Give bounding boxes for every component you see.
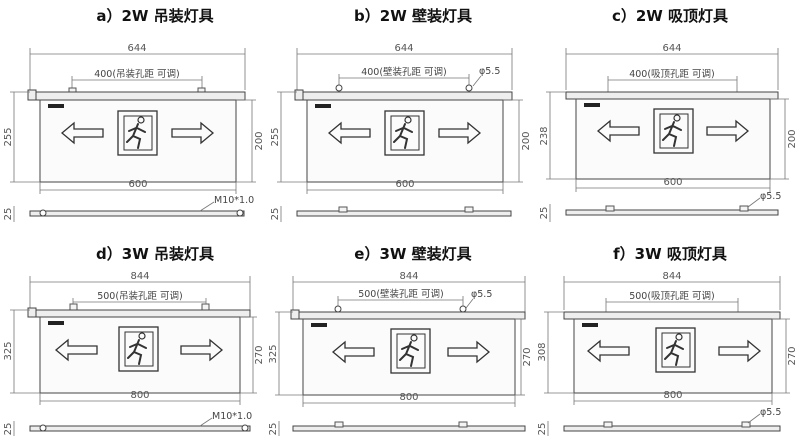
panel-e-width-dim: 844	[399, 271, 418, 282]
panel-a-side-profile	[29, 210, 245, 217]
panel-a-top-rail	[29, 91, 246, 101]
logo-icon	[311, 323, 327, 327]
logo-icon	[48, 321, 64, 325]
panel-b-title: b）2W 壁装灯具	[354, 7, 472, 25]
panel-d-hole-dim: 500(吊装孔距 可调)	[97, 290, 183, 302]
panel-b-side-profile	[296, 210, 512, 217]
running-man-exit-icon	[653, 108, 694, 154]
panel-a-height-dim: 255	[3, 127, 14, 146]
arrow-left-icon	[327, 121, 371, 145]
panel-b-top-rail	[296, 91, 513, 101]
panel-c-bottom-dim: 600	[663, 177, 682, 188]
panel-b-width-dim: 644	[394, 43, 413, 54]
panel-a-fastener-dim: M10*1.0	[214, 195, 254, 206]
arrow-left-icon	[60, 121, 104, 145]
panel-d-thickness-dim: 25	[3, 423, 14, 436]
panel-c-sign-face	[575, 98, 771, 180]
panel-f-width-dim: 844	[662, 271, 681, 282]
panel-a-thickness-dim: 25	[3, 208, 14, 221]
panel-b-fastener-dim: φ5.5	[479, 66, 500, 77]
running-man-exit-icon	[118, 326, 159, 372]
panel-f-hole-dim: 500(吸顶孔距 可调)	[629, 291, 715, 302]
panel-d-height-dim: 325	[3, 341, 14, 360]
panel-a-sign-face	[39, 99, 237, 183]
arrow-right-icon	[171, 121, 215, 145]
panel-a-bottom-dim: 600	[128, 179, 147, 190]
panel-c-fastener-dim: φ5.5	[760, 191, 781, 202]
arrow-right-icon	[447, 340, 491, 364]
panel-d-side-profile	[29, 425, 251, 432]
panel-f-side-profile	[563, 425, 781, 432]
panel-e-drawing: 844 500(壁装孔距 可调) φ5.5 325 270 800	[268, 271, 533, 436]
panel-a-width-dim: 644	[127, 43, 146, 54]
panel-e-top-rail	[292, 311, 526, 320]
panel-f-inner-height-dim: 270	[787, 346, 798, 365]
panel-e-height-dim: 325	[268, 344, 279, 363]
panel-a-inner-height-dim: 200	[254, 131, 265, 150]
panel-b-inner-height-dim: 200	[521, 131, 532, 150]
panel-b-thickness-dim: 25	[270, 208, 281, 221]
panel-d-top-rail	[29, 309, 251, 318]
panel-f-top-rail	[563, 311, 781, 320]
panel-b-bottom-dim: 600	[395, 179, 414, 190]
panel-d-width-dim: 844	[130, 271, 149, 282]
panel-b-height-dim: 255	[270, 127, 281, 146]
panel-f-drawing: 844 500(吸顶孔距 可调) 308 270 800 25	[537, 271, 798, 436]
panel-e-title: e）3W 壁装灯具	[354, 245, 472, 263]
panel-e-bottom-dim: 800	[399, 392, 418, 403]
arrow-left-icon	[331, 340, 375, 364]
panel-b-hole-dim: 400(壁装孔距 可调)	[361, 66, 447, 78]
panel-f-thickness-dim: 25	[537, 423, 548, 436]
panel-b-drawing: 644 400(壁装孔距 可调) φ5.5 255 200 600	[270, 43, 532, 222]
panel-f-title: f）3W 吸顶灯具	[613, 245, 727, 263]
running-man-exit-icon	[390, 328, 431, 374]
panel-c-title: c）2W 吸顶灯具	[611, 7, 729, 25]
panel-d-bottom-dim: 800	[130, 390, 149, 401]
logo-icon	[584, 103, 600, 107]
arrow-right-icon	[180, 338, 224, 362]
logo-icon	[48, 104, 64, 108]
panel-c-hole-dim: 400(吸顶孔距 可调)	[629, 69, 715, 80]
panel-c-inner-height-dim: 200	[787, 129, 798, 148]
running-man-exit-icon	[117, 110, 158, 156]
panel-e-inner-height-dim: 270	[522, 347, 533, 366]
panel-d-inner-height-dim: 270	[254, 345, 265, 364]
panel-c-width-dim: 644	[662, 43, 681, 54]
logo-icon	[315, 104, 331, 108]
panel-f-sign-face	[573, 318, 773, 394]
panel-e-thickness-dim: 25	[268, 423, 279, 436]
panel-d-fastener-dim: M10*1.0	[212, 411, 252, 422]
panel-c-thickness-dim: 25	[539, 207, 550, 220]
panel-c-side-profile	[565, 209, 779, 216]
running-man-exit-icon	[384, 110, 425, 156]
panel-a-hole-dim: 400(吊装孔距 可调)	[94, 68, 180, 80]
panel-d-drawing: 844 500(吊装孔距 可调) 325 270 800	[3, 271, 265, 436]
arrow-left-icon	[54, 338, 98, 362]
arrow-right-icon	[438, 121, 482, 145]
panel-f-fastener-dim: φ5.5	[760, 407, 781, 418]
arrow-right-icon	[718, 339, 762, 363]
panel-f-bottom-dim: 800	[663, 390, 682, 401]
panel-c-drawing: 644 400(吸顶孔距 可调) 238 200 600 25	[539, 43, 798, 222]
panel-e-hole-dim: 500(壁装孔距 可调)	[358, 288, 444, 300]
panel-d-title: d）3W 吊装灯具	[96, 245, 214, 263]
panel-a-title: a）2W 吊装灯具	[96, 7, 214, 25]
panel-e-side-profile	[292, 425, 526, 432]
panel-f-height-dim: 308	[537, 342, 548, 361]
arrow-right-icon	[706, 119, 750, 143]
panel-c-top-rail	[565, 91, 779, 100]
panel-e-fastener-dim: φ5.5	[471, 289, 492, 300]
panel-c-height-dim: 238	[539, 126, 550, 145]
arrow-left-icon	[596, 119, 640, 143]
running-man-exit-icon	[655, 327, 696, 373]
panel-a-drawing: 644 400(吊装孔距 可调) 255 200	[3, 43, 265, 222]
arrow-left-icon	[586, 339, 630, 363]
logo-icon	[582, 323, 598, 327]
panel-b-sign-face	[306, 99, 504, 183]
